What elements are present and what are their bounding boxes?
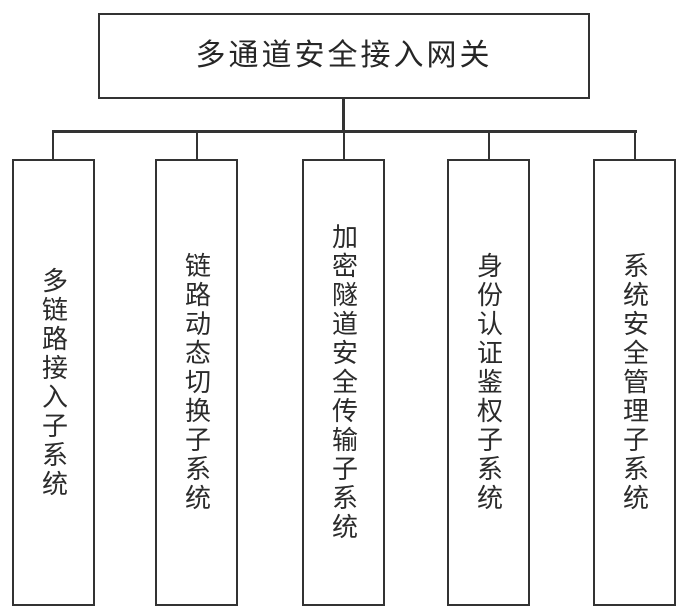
root-node-label: 多通道安全接入网关 <box>195 39 493 72</box>
root-node: 多通道安全接入网关 <box>98 13 590 99</box>
subsystem-label: 系统安全管理子系统 <box>619 252 650 513</box>
subsystem-node-encrypted-tunnel-transmission: 加密隧道安全传输子系统 <box>302 159 385 606</box>
drop-line-1 <box>52 131 54 160</box>
subsystem-node-identity-authentication: 身份认证鉴权子系统 <box>447 159 530 606</box>
subsystem-label: 身份认证鉴权子系统 <box>473 252 504 513</box>
drop-line-5 <box>634 131 636 160</box>
drop-line-4 <box>488 131 490 160</box>
drop-line-3 <box>343 131 345 160</box>
subsystem-node-multilink-access: 多链路接入子系统 <box>12 159 95 606</box>
subsystem-label: 多链路接入子系统 <box>38 266 69 499</box>
subsystem-label: 链路动态切换子系统 <box>181 252 212 513</box>
subsystem-node-system-security-management: 系统安全管理子系统 <box>593 159 676 606</box>
subsystem-node-dynamic-link-switching: 链路动态切换子系统 <box>155 159 238 606</box>
drop-line-2 <box>196 131 198 160</box>
trunk-connector-line <box>342 98 345 133</box>
subsystem-label: 加密隧道安全传输子系统 <box>328 223 359 542</box>
